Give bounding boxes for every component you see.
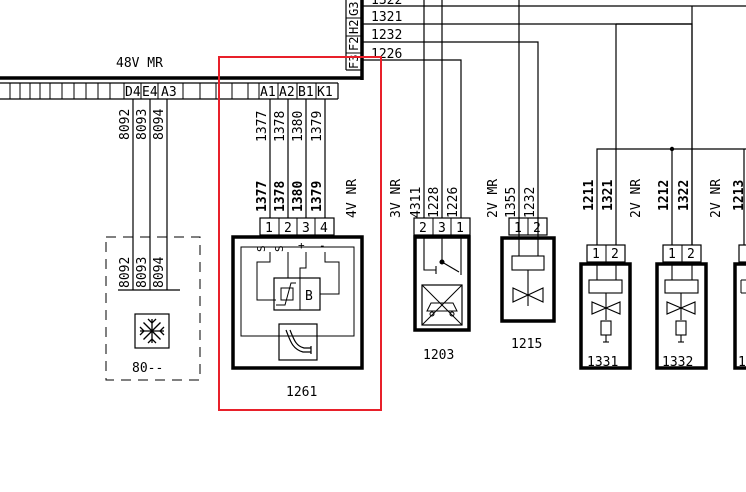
pin-e4: E4 xyxy=(142,85,158,100)
connector-1203-type: 3V NR xyxy=(389,179,404,218)
harness-strip-ticks xyxy=(9,83,317,99)
pin-g3: G3 xyxy=(347,2,361,16)
wire-1213-label: 1213 xyxy=(732,180,746,211)
component-1333-id: 1 xyxy=(738,355,746,370)
wire-1321-label: 1321 xyxy=(601,180,616,211)
component-80-id: 80-- xyxy=(132,361,163,376)
pin-d4: D4 xyxy=(125,85,141,100)
component-1215-id: 1215 xyxy=(511,337,542,352)
wire-1377-label: 1377 xyxy=(255,181,270,212)
pin-1261-1: 1 xyxy=(265,221,273,236)
wire-1379-label: 1379 xyxy=(310,181,325,212)
wire-8094-label: 8094 xyxy=(152,257,167,288)
component-1332-id: 1332 xyxy=(662,355,693,370)
car-icon xyxy=(421,284,463,326)
wire-1212-label: 1212 xyxy=(657,180,672,211)
switch-icon xyxy=(423,237,462,275)
pin-a2: A2 xyxy=(279,85,295,100)
wire-1232-label: 1232 xyxy=(523,187,538,218)
sensor-b-label: B xyxy=(305,289,313,304)
common-bus xyxy=(596,148,746,245)
thermistor-icon xyxy=(276,282,296,306)
component-1331-id: 1331 xyxy=(587,355,618,370)
pin-1261-2: 2 xyxy=(284,221,292,236)
valve-icon xyxy=(511,238,545,306)
pin-1215-1: 1 xyxy=(514,221,522,236)
harness-right-pins: G3 H2 F2 F3 xyxy=(345,0,362,71)
pin-b1: B1 xyxy=(298,85,314,100)
component-1332[interactable]: 1212 1322 2V NR 1 2 1332 xyxy=(655,6,724,370)
injector-icon xyxy=(664,264,699,343)
term-s2: S xyxy=(273,245,286,252)
snowflake-icon xyxy=(139,318,165,344)
pin-1203-1: 1 xyxy=(456,221,464,236)
connector-1331-type: 2V NR xyxy=(629,179,644,218)
pin-1331-2: 2 xyxy=(611,247,619,262)
wire-1232-top: 1232 xyxy=(371,28,402,43)
wire-1322-label: 1322 xyxy=(677,180,692,211)
component-1203-id: 1203 xyxy=(423,348,454,363)
pin-1215-2: 2 xyxy=(533,221,541,236)
component-1261-id: 1261 xyxy=(286,385,317,400)
wire-8093-label: 8093 xyxy=(135,257,150,288)
pin-1261-3: 3 xyxy=(302,221,310,236)
wire-1321-top: 1321 xyxy=(371,10,402,25)
probe-icon xyxy=(285,329,312,354)
harness-bus: 48V MR D4 E4 A3 A1 A2 B1 K1 xyxy=(0,0,364,100)
wire-1378-label: 1378 xyxy=(273,181,288,212)
component-1215[interactable]: 2V MR 1355 1232 1 2 1215 xyxy=(486,0,556,352)
wire-1380-up: 1380 xyxy=(291,111,306,142)
pin-h2: H2 xyxy=(347,20,361,34)
wire-8094-up: 8094 xyxy=(152,109,167,140)
left-wires: 8092 8093 8094 xyxy=(118,99,168,290)
component-1203[interactable]: 3V NR 4311 1228 1226 2 3 1 1203 xyxy=(389,0,471,363)
pin-f2: F2 xyxy=(347,37,361,51)
term-plus: + xyxy=(298,239,305,252)
connector-1261-type: 4V NR xyxy=(345,179,360,218)
pin-1203-3: 3 xyxy=(438,221,446,236)
connector-1215-type: 2V MR xyxy=(486,179,501,218)
wire-8092-up: 8092 xyxy=(118,109,133,140)
wire-1380-label: 1380 xyxy=(291,181,306,212)
wire-4311-label: 4311 xyxy=(409,187,424,218)
top-wires: 1322 1321 1232 1226 xyxy=(362,0,746,245)
pin-a1: A1 xyxy=(260,85,276,100)
wire-1378-up: 1378 xyxy=(273,111,288,142)
selection-highlight xyxy=(218,56,382,411)
pin-1332-2: 2 xyxy=(687,247,695,262)
mid-wires: 1377 1378 1380 1379 xyxy=(255,99,326,218)
pin-1261-4: 4 xyxy=(320,221,328,236)
component-1333-partial[interactable]: 1213 1 xyxy=(732,149,746,370)
wire-8092-label: 8092 xyxy=(118,257,133,288)
connector-1332-type: 2V NR xyxy=(709,179,724,218)
junction-dot xyxy=(669,146,675,152)
pin-f3: F3 xyxy=(347,55,361,69)
pin-1331-1: 1 xyxy=(592,247,600,262)
wire-1322-top: 1322 xyxy=(371,0,402,8)
wire-1211-label: 1211 xyxy=(582,180,597,211)
pin-k1: K1 xyxy=(317,85,333,100)
component-1261[interactable]: 1377 1378 1380 1379 4V NR 1 2 3 4 S S + … xyxy=(231,179,364,400)
pin-a3: A3 xyxy=(161,85,177,100)
wire-1379-up: 1379 xyxy=(310,111,325,142)
term-s1: S xyxy=(255,245,268,252)
wire-1228-label: 1228 xyxy=(427,187,442,218)
wire-8093-up: 8093 xyxy=(135,109,150,140)
wire-1377-up: 1377 xyxy=(255,111,270,142)
injector-icon xyxy=(588,264,623,343)
harness-label: 48V MR xyxy=(116,56,163,71)
component-80: 8092 8093 8094 80-- xyxy=(105,236,201,381)
wire-1226-label: 1226 xyxy=(446,187,461,218)
term-minus: - xyxy=(319,239,326,252)
component-1331[interactable]: 1211 1321 2V NR 1 2 1331 xyxy=(579,23,692,370)
wire-1226-top: 1226 xyxy=(371,47,402,62)
pin-1332-1: 1 xyxy=(668,247,676,262)
wire-1355-label: 1355 xyxy=(504,187,519,218)
pin-1203-2: 2 xyxy=(419,221,427,236)
